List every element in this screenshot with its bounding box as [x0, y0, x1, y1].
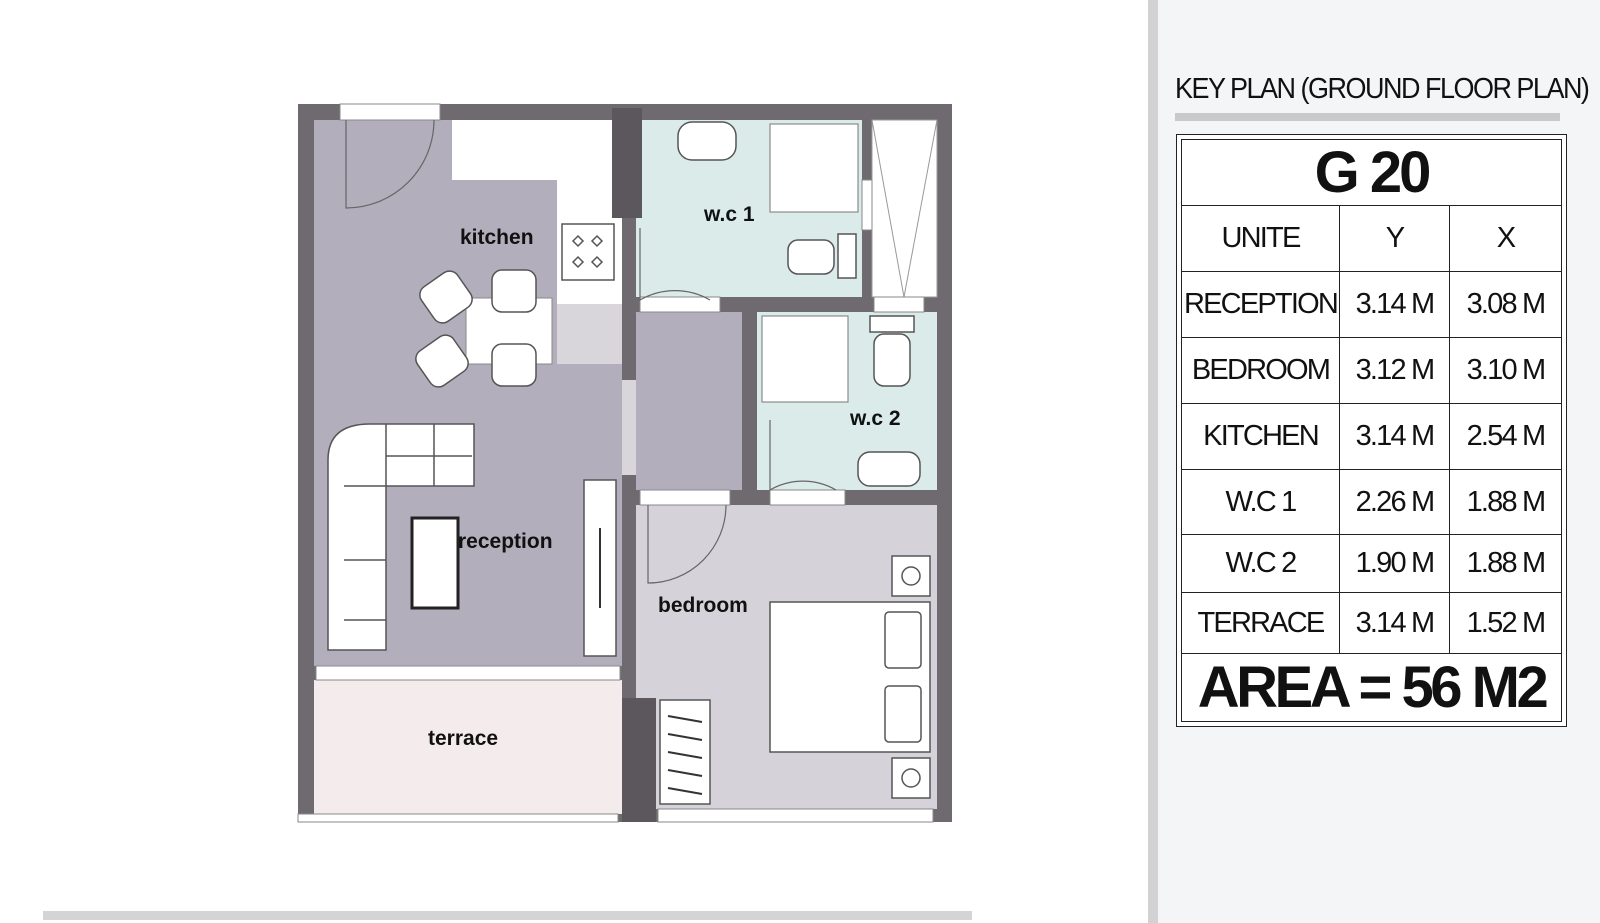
wc2-sink	[857, 451, 921, 487]
wardrobe	[659, 699, 711, 805]
title-underline	[1175, 113, 1560, 121]
row-name: RECEPTION	[1182, 272, 1340, 338]
sofa	[327, 423, 475, 651]
row-x: 1.88 M	[1450, 470, 1561, 535]
key-plan-title: KEY PLAN (GROUND FLOOR PLAN)	[1175, 73, 1590, 105]
header-name: UNITE	[1182, 206, 1340, 272]
row-name: TERRACE	[1182, 593, 1340, 654]
row-y: 3.14 M	[1340, 593, 1450, 654]
entry-door-opening	[339, 103, 441, 121]
row-name: W.C 2	[1182, 535, 1340, 593]
corridor-opening	[622, 380, 636, 475]
bedroom-door	[647, 504, 727, 584]
chair	[491, 269, 537, 313]
bedroom-window	[657, 808, 934, 823]
row-y: 2.26 M	[1340, 470, 1450, 535]
chair	[491, 343, 537, 387]
row-x: 1.88 M	[1450, 535, 1561, 593]
corridor-floor	[636, 312, 742, 490]
wc2-toilet	[873, 333, 911, 387]
reception-label: reception	[458, 530, 553, 553]
column-bottom	[622, 698, 656, 822]
shaft	[871, 119, 938, 298]
bed	[769, 555, 931, 799]
row-y: 3.12 M	[1340, 338, 1450, 404]
header-x: X	[1450, 206, 1561, 272]
chair	[415, 334, 469, 388]
wc2-door	[769, 420, 837, 492]
row-x: 3.08 M	[1450, 272, 1561, 338]
row-name: KITCHEN	[1182, 404, 1340, 470]
bedroom-label: bedroom	[658, 594, 748, 617]
wc1-shower	[769, 123, 859, 213]
row-y: 3.14 M	[1340, 404, 1450, 470]
bottom-rule	[43, 911, 972, 920]
kitchen-label: kitchen	[460, 226, 534, 249]
unit-title: G 20	[1182, 140, 1561, 206]
kitchen-counter	[452, 120, 622, 180]
row-x: 2.54 M	[1450, 404, 1561, 470]
terrace-floor	[314, 680, 622, 814]
wc1-door	[639, 228, 711, 302]
terrace-window	[315, 665, 621, 681]
total-area: AREA = 56 M2	[1197, 655, 1549, 720]
row-y: 3.14 M	[1340, 272, 1450, 338]
wc1-sink	[677, 121, 737, 161]
header-y: Y	[1340, 206, 1450, 272]
row-y: 1.90 M	[1340, 535, 1450, 593]
wc2-label: w.c 2	[849, 407, 901, 430]
row-name: BEDROOM	[1182, 338, 1340, 404]
panel-divider	[1148, 0, 1158, 923]
row-name: W.C 1	[1182, 470, 1340, 535]
terrace-label: terrace	[428, 727, 498, 750]
row-x: 3.10 M	[1450, 338, 1561, 404]
coffee-table	[410, 516, 460, 610]
column-top	[612, 108, 642, 218]
wc1-toilet	[787, 239, 835, 275]
floor-plan: kitchen reception w.c 1 w.c 2 bedroom te…	[297, 103, 952, 823]
wc2-shower	[761, 315, 849, 403]
chair	[419, 270, 473, 324]
dimensions-table: G 20 UNITE Y X RECEPTION 3.14 M 3.08 M B…	[1176, 134, 1567, 727]
row-x: 1.52 M	[1450, 593, 1561, 654]
wc1-label: w.c 1	[703, 203, 755, 226]
dining-counter	[557, 304, 622, 364]
stove	[561, 223, 615, 281]
